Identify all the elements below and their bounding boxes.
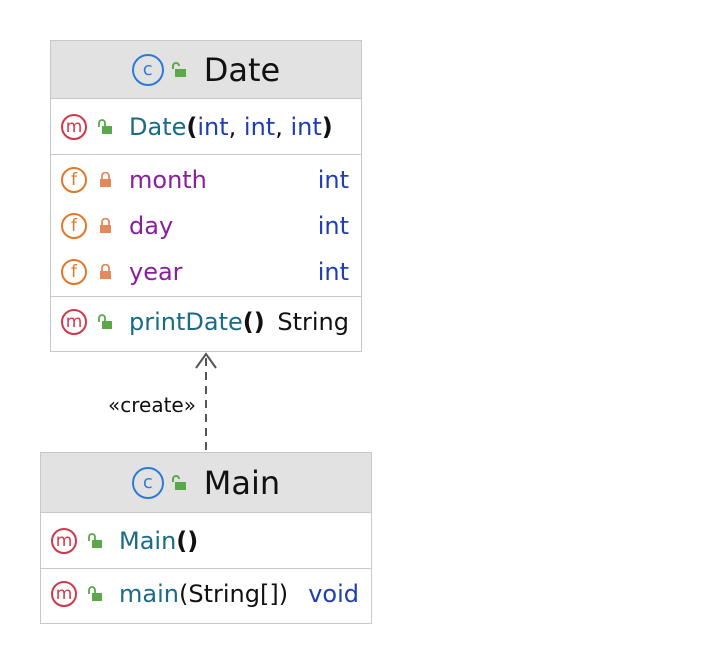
public-unlock-icon	[171, 474, 186, 490]
constructor-row[interactable]: m Date(int, int, int)	[51, 104, 361, 150]
constructor-name: Date	[129, 113, 187, 141]
date-class-box[interactable]: c Date m Date(int, int, int) f month	[50, 40, 362, 352]
paren-close: )	[278, 580, 289, 608]
method-name: printDate	[129, 308, 243, 336]
paren-open: (	[178, 580, 189, 608]
return-type: String	[277, 308, 349, 336]
main-class-box[interactable]: c Main m Main() m main(String[]) void	[40, 452, 372, 624]
return-type: void	[308, 580, 359, 608]
method-icon: m	[51, 581, 77, 607]
class-name: Date	[203, 50, 281, 89]
field-icon: f	[61, 167, 87, 193]
field-type: int	[317, 258, 349, 286]
private-lock-icon	[100, 264, 111, 279]
param-type: int	[197, 113, 229, 141]
fields-section: f month int f day int f year int	[51, 155, 361, 297]
param-type: int	[290, 113, 322, 141]
field-row[interactable]: f month int	[51, 157, 361, 203]
constructor-parens: ()	[176, 527, 199, 555]
constructors-section: m Date(int, int, int)	[51, 99, 361, 155]
constructors-section: m Main()	[41, 513, 371, 569]
field-type: int	[317, 166, 349, 194]
methods-section: m printDate() String	[51, 297, 361, 349]
field-row[interactable]: f year int	[51, 249, 361, 295]
class-icon: c	[131, 466, 164, 499]
public-unlock-icon	[98, 119, 112, 134]
private-lock-icon	[100, 218, 111, 233]
date-class-header: c Date	[51, 41, 361, 99]
public-unlock-icon	[88, 533, 102, 548]
method-icon: m	[61, 114, 87, 140]
method-signature: main(String[])	[119, 580, 288, 608]
constructor-row[interactable]: m Main()	[41, 518, 371, 564]
method-parens: ()	[242, 308, 265, 336]
public-unlock-icon	[171, 61, 186, 77]
create-stereotype-label: «create»	[108, 393, 196, 417]
method-signature: printDate()	[129, 308, 265, 336]
param-type: String[]	[188, 580, 279, 608]
field-row[interactable]: f day int	[51, 203, 361, 249]
method-row[interactable]: m printDate() String	[51, 299, 361, 345]
public-unlock-icon	[98, 314, 112, 329]
constructor-signature: Date(int, int, int)	[129, 113, 333, 141]
public-unlock-icon	[88, 586, 102, 601]
field-name: year	[129, 258, 183, 286]
param-type: int	[243, 113, 276, 141]
class-name: Main	[203, 463, 281, 502]
main-class-header: c Main	[41, 453, 371, 513]
method-icon: m	[61, 309, 87, 335]
method-name: main	[119, 580, 179, 608]
field-name: day	[129, 212, 174, 240]
field-icon: f	[61, 213, 87, 239]
constructor-signature: Main()	[119, 527, 198, 555]
class-icon: c	[131, 53, 164, 86]
field-icon: f	[61, 259, 87, 285]
method-icon: m	[51, 528, 77, 554]
paren-close: )	[321, 113, 333, 141]
paren-open: (	[186, 113, 198, 141]
field-type: int	[317, 212, 349, 240]
constructor-name: Main	[119, 527, 177, 555]
methods-section: m main(String[]) void	[41, 569, 371, 623]
private-lock-icon	[100, 172, 111, 187]
field-name: month	[129, 166, 207, 194]
method-row[interactable]: m main(String[]) void	[41, 571, 371, 617]
